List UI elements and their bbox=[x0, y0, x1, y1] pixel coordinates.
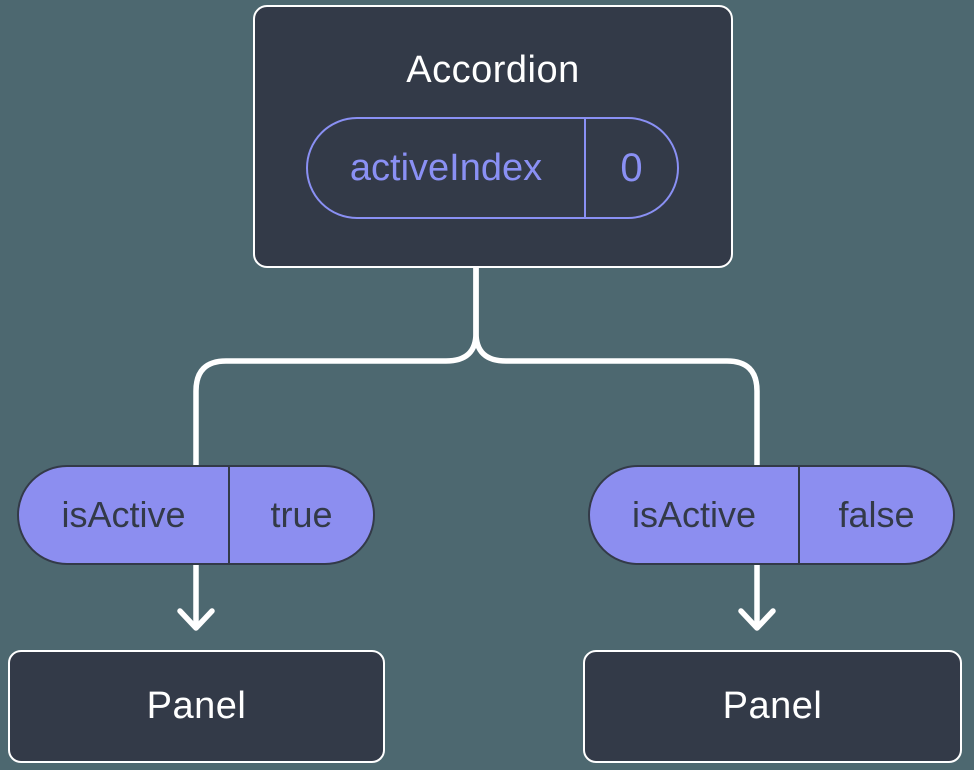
connector-left-branch bbox=[193, 262, 479, 629]
prop-name-label: isActive bbox=[590, 467, 800, 563]
panel-node-title: Panel bbox=[146, 685, 247, 727]
accordion-node-title: Accordion bbox=[406, 49, 580, 91]
prop-value-label: true bbox=[270, 494, 333, 535]
activeindex-prop-pill: activeIndex 0 bbox=[306, 117, 679, 219]
panel-node-title: Panel bbox=[722, 685, 823, 727]
prop-name-label: activeIndex bbox=[308, 119, 586, 217]
prop-value-label: false bbox=[838, 494, 915, 535]
arrow-down-icon bbox=[738, 608, 776, 631]
arrow-down-icon bbox=[177, 608, 215, 631]
panel-node-left: Panel bbox=[8, 650, 385, 763]
prop-value-label: 0 bbox=[620, 145, 643, 190]
connector-right-branch bbox=[473, 262, 760, 629]
isactive-pill-left: isActive true bbox=[17, 465, 375, 565]
isactive-pill-right: isActive false bbox=[588, 465, 955, 565]
prop-name-label: isActive bbox=[19, 467, 230, 563]
panel-node-right: Panel bbox=[583, 650, 962, 763]
accordion-node: Accordion activeIndex 0 bbox=[253, 5, 733, 268]
